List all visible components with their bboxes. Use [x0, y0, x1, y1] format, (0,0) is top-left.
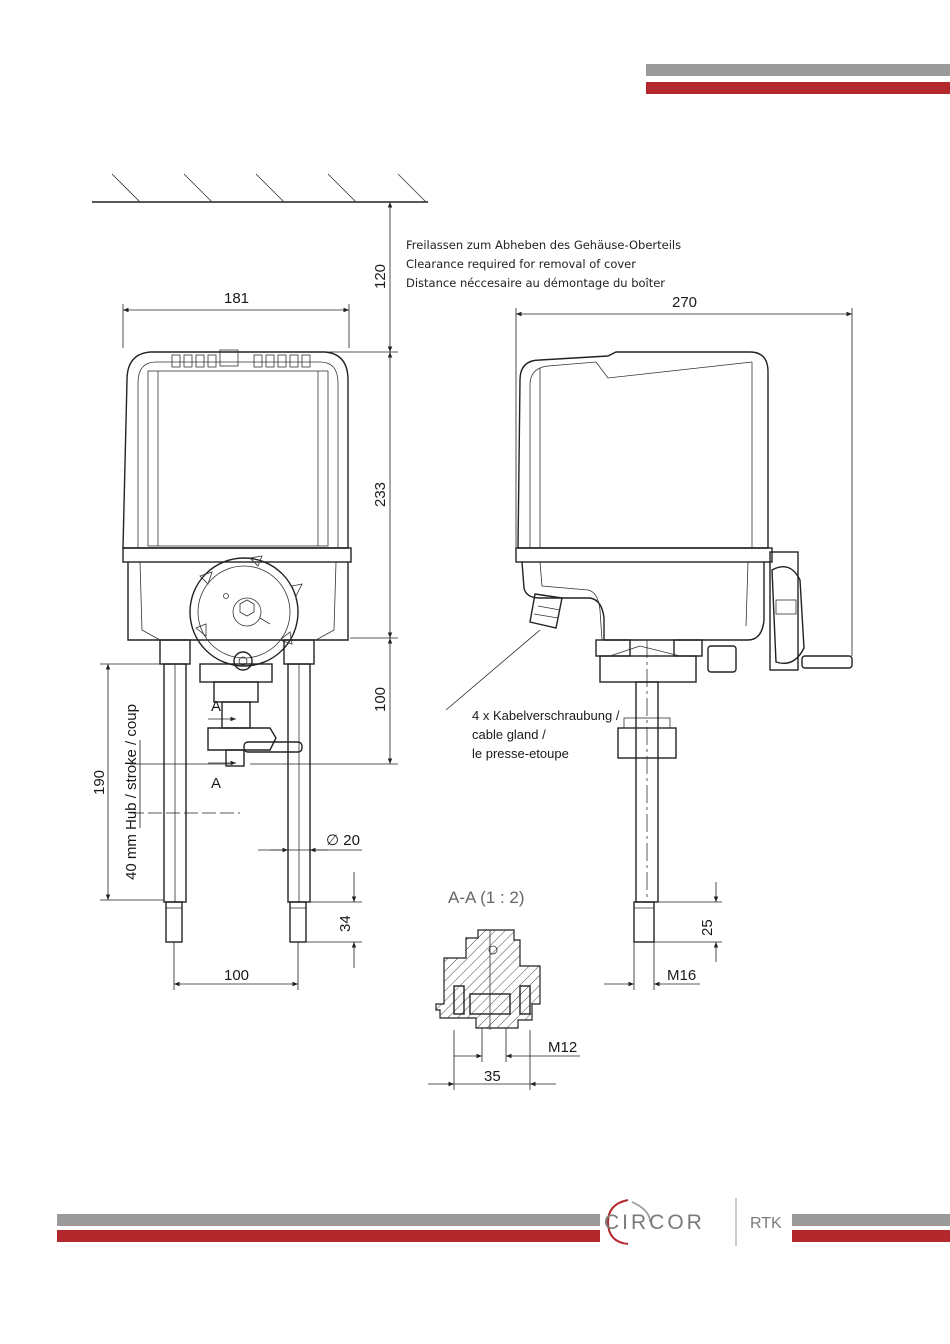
section-dimensions	[428, 1028, 580, 1090]
dim-100-vertical: 100	[372, 687, 389, 712]
footer-bar-gray-left	[57, 1214, 600, 1226]
note-de: Freilassen zum Abheben des Gehäuse-Obert…	[406, 238, 681, 252]
dim-25: 25	[699, 919, 716, 936]
cable-gland	[530, 594, 562, 628]
front-dimensions	[100, 202, 398, 990]
dim-35: 35	[484, 1068, 501, 1085]
section-marker-top: A	[211, 698, 221, 715]
note-en: Clearance required for removal of cover	[406, 257, 636, 271]
dim-120: 120	[372, 264, 389, 289]
section-marker-bottom: A	[211, 775, 221, 792]
side-view	[446, 352, 852, 942]
ceiling-line	[92, 174, 428, 202]
dim-233: 233	[372, 482, 389, 507]
dim-190: 190	[91, 770, 108, 795]
footer-bar-gray-right	[792, 1214, 950, 1226]
section-view	[436, 930, 540, 1030]
dim-34: 34	[337, 915, 354, 932]
header-bar-red	[646, 82, 950, 94]
dim-m16: M16	[667, 967, 696, 984]
gland-label-en: cable gland /	[472, 727, 546, 742]
side-dimensions	[516, 308, 852, 990]
note-fr: Distance néccesaire au démontage du boît…	[406, 276, 665, 290]
footer-sub: RTK	[750, 1215, 782, 1232]
dim-stroke: 40 mm Hub / stroke / coup	[123, 704, 140, 880]
section-title: A-A (1 : 2)	[448, 888, 525, 907]
dim-diameter-20: ∅ 20	[326, 832, 360, 849]
gland-label-fr: le presse-etoupe	[472, 746, 569, 761]
dim-100-horizontal: 100	[224, 967, 249, 984]
header-bar-gray	[646, 64, 950, 76]
dim-181: 181	[224, 290, 249, 307]
footer-bar-red-right	[792, 1230, 950, 1242]
footer-brand: CIRCOR	[604, 1211, 705, 1234]
dim-m12: M12	[548, 1039, 577, 1056]
footer-bar-red-left	[57, 1230, 600, 1242]
front-view: A A	[123, 350, 351, 942]
gland-label-de: 4 x Kabelverschraubung /	[472, 708, 620, 723]
side-handwheel	[772, 567, 804, 664]
dim-270: 270	[672, 294, 697, 311]
